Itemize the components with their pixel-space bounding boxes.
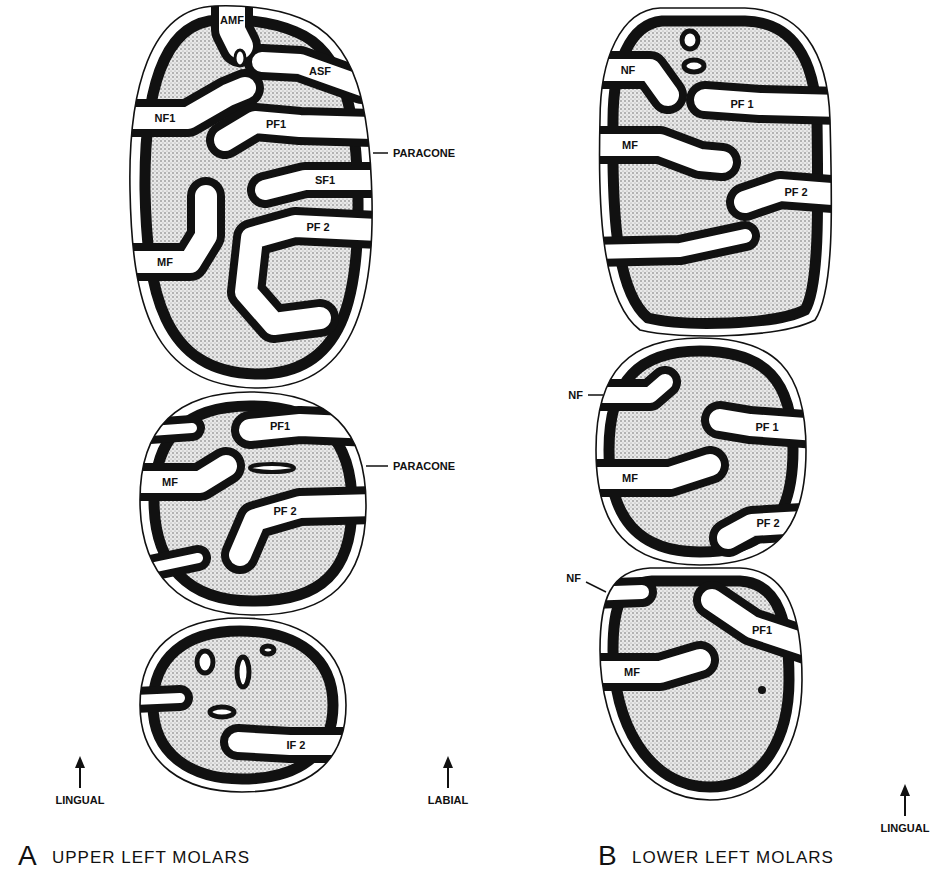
enamel-fold	[588, 70, 844, 252]
direction-label: LINGUAL	[880, 822, 931, 834]
panel-title: LOWER LEFT MOLARS	[632, 849, 834, 868]
fold-label: NF	[567, 389, 584, 401]
fold-label: NF	[620, 64, 637, 76]
enamel-lake	[197, 646, 274, 717]
tooth-ground	[130, 6, 832, 800]
fold-cavity	[588, 70, 844, 252]
fold-label: PF1	[269, 420, 291, 432]
fold-label: MF	[621, 472, 639, 484]
upper-first-molar	[124, 0, 378, 374]
fold-label: SF1	[314, 174, 336, 186]
fold-cavity	[130, 425, 374, 570]
enamel-fold	[588, 592, 818, 672]
fold-label: MF	[161, 476, 179, 488]
upper-second-molar	[130, 406, 374, 601]
enamel-fold	[132, 698, 356, 745]
fold-label: PF 2	[755, 517, 780, 529]
upper-third-molar	[132, 631, 356, 779]
fold-label: NF1	[154, 112, 177, 124]
fold-cavity	[588, 592, 818, 672]
fold-label: PF 2	[783, 186, 808, 198]
fold-label: PF 2	[305, 221, 330, 233]
enamel-lake	[250, 464, 294, 472]
fold-label: MF	[623, 666, 641, 678]
panel-letter: A	[18, 841, 37, 872]
panel-letter: B	[598, 841, 617, 872]
fold-label: IF 2	[286, 739, 307, 751]
fold-cavity	[132, 698, 356, 745]
fold-label: PF1	[751, 624, 773, 636]
fold-label: AMF	[219, 14, 245, 26]
fold-label: PF 1	[729, 98, 754, 110]
fold-cavity	[586, 382, 818, 538]
lower-second-molar	[586, 351, 818, 552]
direction-arrow	[75, 756, 910, 816]
direction-label: LABIAL	[427, 794, 469, 806]
leader-line	[366, 153, 606, 592]
fold-label: PF 2	[272, 505, 297, 517]
enamel-dot	[758, 686, 766, 694]
fold-label: MF	[156, 256, 174, 268]
panel-title: UPPER LEFT MOLARS	[52, 849, 250, 868]
lower-first-molar	[588, 21, 844, 323]
fold-label: NF	[565, 572, 582, 584]
cusp-label: PARACONE	[392, 147, 456, 159]
direction-label: LINGUAL	[55, 794, 106, 806]
fold-label: PF 1	[754, 421, 779, 433]
fold-label: MF	[621, 139, 639, 151]
cusp-label: PARACONE	[392, 460, 456, 472]
enamel-fold	[586, 382, 818, 538]
enamel-fold	[130, 425, 374, 570]
enamel-lake	[235, 50, 245, 66]
enamel-lake	[682, 31, 704, 72]
fold-label: PF1	[265, 118, 287, 130]
fold-label: ASF	[308, 65, 332, 77]
tooth-outline	[130, 6, 832, 800]
